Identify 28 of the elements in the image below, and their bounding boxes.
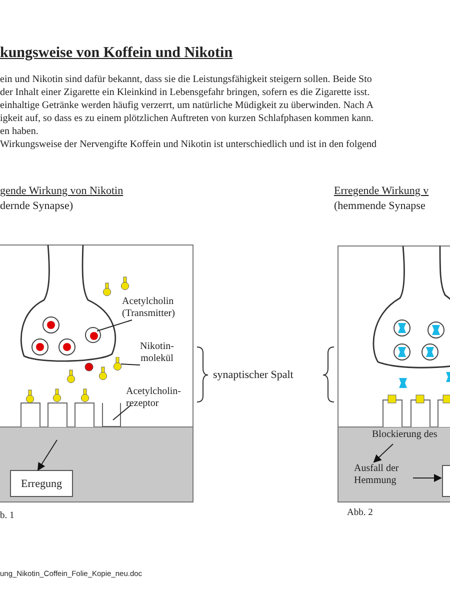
leader-line	[96, 320, 132, 332]
gap-label: synaptischer Spalt	[213, 369, 294, 382]
receptor	[102, 403, 121, 427]
leader-line	[112, 404, 132, 420]
text-line: der Inhalt einer Zigarette ein Kleinkind in Lebensgefahr bringen, sofern es die Zigarette isst.	[0, 87, 370, 98]
leader-line	[120, 364, 140, 366]
label-text: Acetylcholin-rezeptor	[126, 386, 188, 410]
panel-heading: Erregende Wirkung v	[334, 185, 429, 198]
text-line: igkeit auf, so dass es zu einem plötzlichen Auftreten von kurzen Schlafphasen kommen kann.	[0, 113, 374, 124]
label-text: Nikotin-molekül	[134, 341, 180, 365]
label-text: Acetylcholin (Transmitter)	[122, 296, 194, 320]
text-line: ein und Nikotin sind dafür bekannt, dass sie die Leistungsfähigkeit steigern sollen. Beide Sto	[0, 74, 372, 85]
figure-caption: b. 1	[0, 511, 14, 522]
panel-heading: gende Wirkung von Nikotin	[0, 185, 124, 198]
molecule-icon	[113, 357, 122, 371]
process-box: Erregung	[10, 470, 73, 497]
arrow	[37, 440, 58, 471]
text-line: einhaltige Getränke werden häufig verzerrt, um natürliche Müdigkeit zu überwinden. Nach A	[0, 100, 374, 111]
arrow	[373, 444, 394, 463]
figure-caption: Abb. 2	[347, 508, 373, 519]
label-text: Ausfall der Hemmung	[354, 463, 412, 489]
panel-subheading: (hemmende Synapse	[334, 200, 426, 213]
text-line: Wirkungsweise der Nervengifte Koffein und Nikotin ist unterschiedlich und ist in den folgend	[0, 139, 377, 150]
title: kungsweise von Koffein und Nikotin	[0, 44, 233, 62]
label-text: Blockierung des	[372, 429, 450, 442]
text-line: en haben.	[0, 126, 38, 137]
arrow	[412, 474, 442, 482]
panel-subheading: dernde Synapse)	[0, 200, 74, 213]
